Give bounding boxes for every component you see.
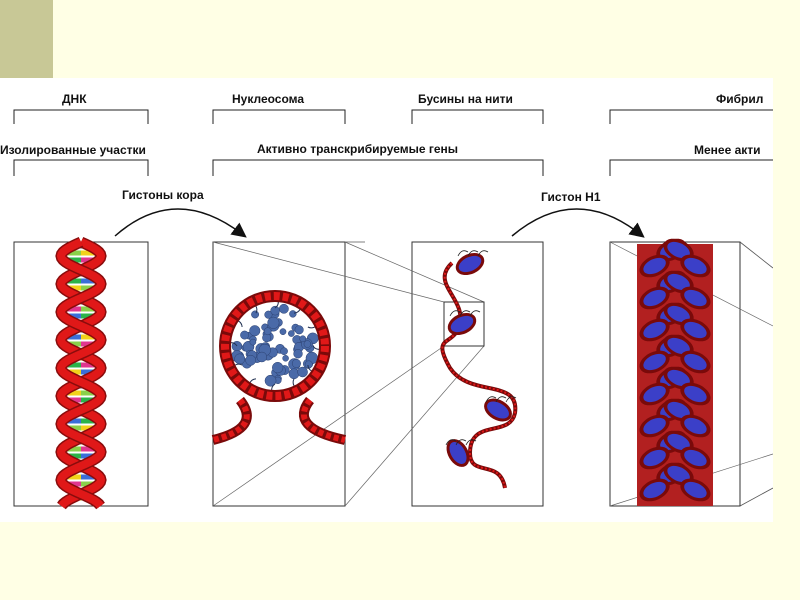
label-core-histones: Гистоны кора [122, 188, 204, 202]
histone-protein [245, 354, 257, 366]
label-isolated-regions: Изолированные участки [0, 143, 146, 157]
label-active-genes: Активно транскрибируемые гены [257, 142, 459, 156]
zoom-box [443, 301, 485, 347]
histone-protein [272, 361, 284, 374]
fibril-nucleosome [667, 465, 690, 483]
nucleosome-detail [211, 290, 347, 445]
fibril-nucleosome [643, 417, 666, 435]
bracket-nucleosome [212, 109, 346, 124]
bracket-dna [13, 109, 149, 124]
histone-tail [457, 250, 469, 257]
histone-protein [299, 335, 307, 343]
histone-protein [234, 353, 246, 365]
histone-tail [465, 439, 477, 446]
chromatin-fibril [637, 238, 713, 506]
label-histone-h1: Гистон Н1 [541, 190, 601, 204]
fibril-nucleosome [643, 289, 666, 307]
histone-tail [477, 250, 489, 257]
fibril-nucleosome [643, 257, 666, 275]
bracket-beads [411, 109, 544, 124]
fibril-nucleosome [667, 241, 690, 259]
nucleosome-bead [487, 401, 509, 419]
histone-tail [445, 439, 457, 446]
dna-strand-2 [56, 238, 106, 509]
fibril-nucleosome [643, 385, 666, 403]
fibril-nucleosome [684, 289, 707, 307]
histone-protein [278, 303, 289, 314]
fibril-nucleosome [643, 353, 666, 371]
beads-on-string [440, 250, 518, 489]
fibril-nucleosome [684, 353, 707, 371]
dna-wrap [221, 292, 329, 400]
histone-protein [270, 305, 280, 316]
histone-tail [485, 396, 497, 403]
bracket-fibril [609, 109, 773, 124]
histone-protein [249, 325, 261, 337]
title-accent-block [0, 0, 53, 78]
linker-dna [212, 398, 250, 443]
nucleosome-bead [450, 315, 474, 333]
h1-arrow [511, 208, 645, 238]
fibril-nucleosome [667, 401, 690, 419]
fibril-nucleosome [667, 433, 690, 451]
chromatin-diagram: ДНК Нуклеосома Бусины на нити Фибрил Изо… [0, 78, 773, 522]
fibril-nucleosome [684, 417, 707, 435]
label-less-active: Менее акти [694, 143, 761, 157]
histone-protein [297, 366, 308, 378]
fibril-nucleosome [667, 305, 690, 323]
bracket-isolated [13, 159, 149, 176]
histone-protein [264, 310, 273, 319]
fibril-nucleosome [643, 321, 666, 339]
fibril-nucleosome [684, 257, 707, 275]
fibril-nucleosome [684, 449, 707, 467]
histone-protein [288, 330, 295, 337]
fibril-nucleosome [643, 449, 666, 467]
bracket-active [212, 159, 544, 176]
fibril-nucleosome [684, 481, 707, 499]
bracket-less-active [609, 159, 773, 176]
histone-protein [293, 349, 303, 359]
histone-protein [291, 359, 301, 368]
fibril-nucleosome [643, 481, 666, 499]
fibril-nucleosome [667, 273, 690, 291]
histone-protein [303, 340, 312, 348]
histone-tail [467, 250, 479, 257]
histone-tail [455, 439, 467, 446]
histone-protein [256, 351, 268, 363]
histone-protein [267, 316, 280, 329]
dna-double-helix [55, 236, 107, 510]
label-nucleosome: Нуклеосома [232, 92, 305, 106]
histone-protein [288, 368, 300, 380]
histone-tail [495, 396, 507, 403]
histone-protein [264, 374, 277, 387]
histone-protein [279, 328, 287, 335]
dna-strand-1 [56, 238, 106, 509]
histone-tail [469, 310, 481, 317]
histone-protein [294, 325, 304, 335]
label-dna: ДНК [62, 92, 87, 106]
core-histones-arrow [114, 208, 247, 238]
fibril-nucleosome [684, 385, 707, 403]
histone-protein [249, 338, 257, 346]
histone-protein [263, 327, 272, 336]
histone-tail [449, 310, 461, 317]
panel-beads [411, 241, 544, 507]
label-brackets [13, 109, 773, 176]
histone-protein [280, 347, 288, 356]
linker-dna [301, 398, 346, 443]
histone-protein [240, 330, 250, 340]
fibril-nucleosome [667, 369, 690, 387]
histone-tail [459, 310, 471, 317]
nucleosome-bead [458, 255, 482, 273]
fibril-nucleosome [667, 337, 690, 355]
nucleosome-bead [449, 442, 467, 464]
histone-protein [251, 310, 260, 319]
histone-tail [505, 396, 517, 403]
label-beads: Бусины на нити [418, 92, 513, 106]
fibril-nucleosome [684, 321, 707, 339]
histone-protein [282, 355, 289, 362]
histone-protein [289, 310, 297, 318]
label-fibril: Фибрил [716, 92, 764, 106]
